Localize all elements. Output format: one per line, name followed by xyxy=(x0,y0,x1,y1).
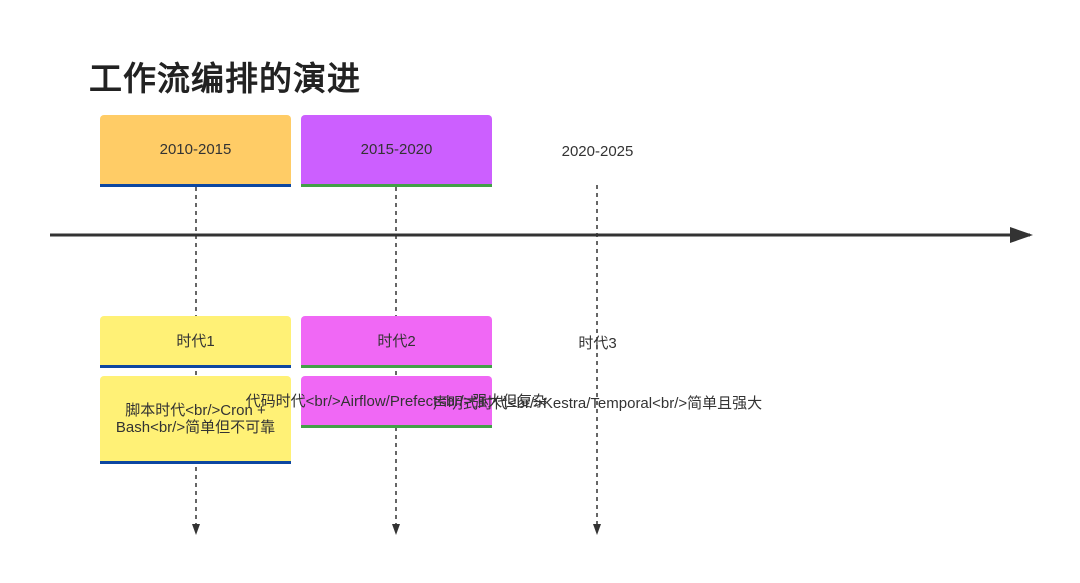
era-label-1: 时代1 xyxy=(176,333,215,350)
period-label-2: 2015-2020 xyxy=(360,141,433,158)
era-label-3: 时代3 xyxy=(578,334,617,352)
era-description-2: 代码时代<br/>Airflow/Prefect<br/>强大但复杂 xyxy=(245,393,548,410)
period-box-2: 2015-2020 xyxy=(301,115,492,187)
era-description-box-1: 脚本时代<br/>Cron + Bash<br/>简单但不可靠 xyxy=(100,376,291,464)
era-description-box-3: 声明式时代<br/>Kestra/Temporal<br/>简单且强大 xyxy=(433,376,762,428)
era-box-1: 时代1 xyxy=(100,316,291,368)
era-label-2: 时代2 xyxy=(377,333,416,350)
guide-arrow-1-icon xyxy=(192,524,200,535)
era-box-3: 时代3 xyxy=(502,316,693,368)
period-label-1: 2010-2015 xyxy=(159,141,232,158)
era-box-2: 时代2 xyxy=(301,316,492,368)
era-description-1: 脚本时代<br/>Cron + Bash<br/>简单但不可靠 xyxy=(115,401,276,436)
period-label-3: 2020-2025 xyxy=(561,142,634,160)
period-box-1: 2010-2015 xyxy=(100,115,291,187)
page-title: 工作流编排的演进 xyxy=(89,59,361,98)
guide-arrow-2-icon xyxy=(392,524,400,535)
timeline-axis-arrowhead-icon xyxy=(1010,227,1033,243)
period-box-3: 2020-2025 xyxy=(502,115,693,187)
era-description-3: 声明式时代<br/>Kestra/Temporal<br/>简单且强大 xyxy=(432,394,763,412)
era-description-box-2: 代码时代<br/>Airflow/Prefect<br/>强大但复杂 xyxy=(246,376,547,428)
guide-arrow-3-icon xyxy=(593,524,601,535)
